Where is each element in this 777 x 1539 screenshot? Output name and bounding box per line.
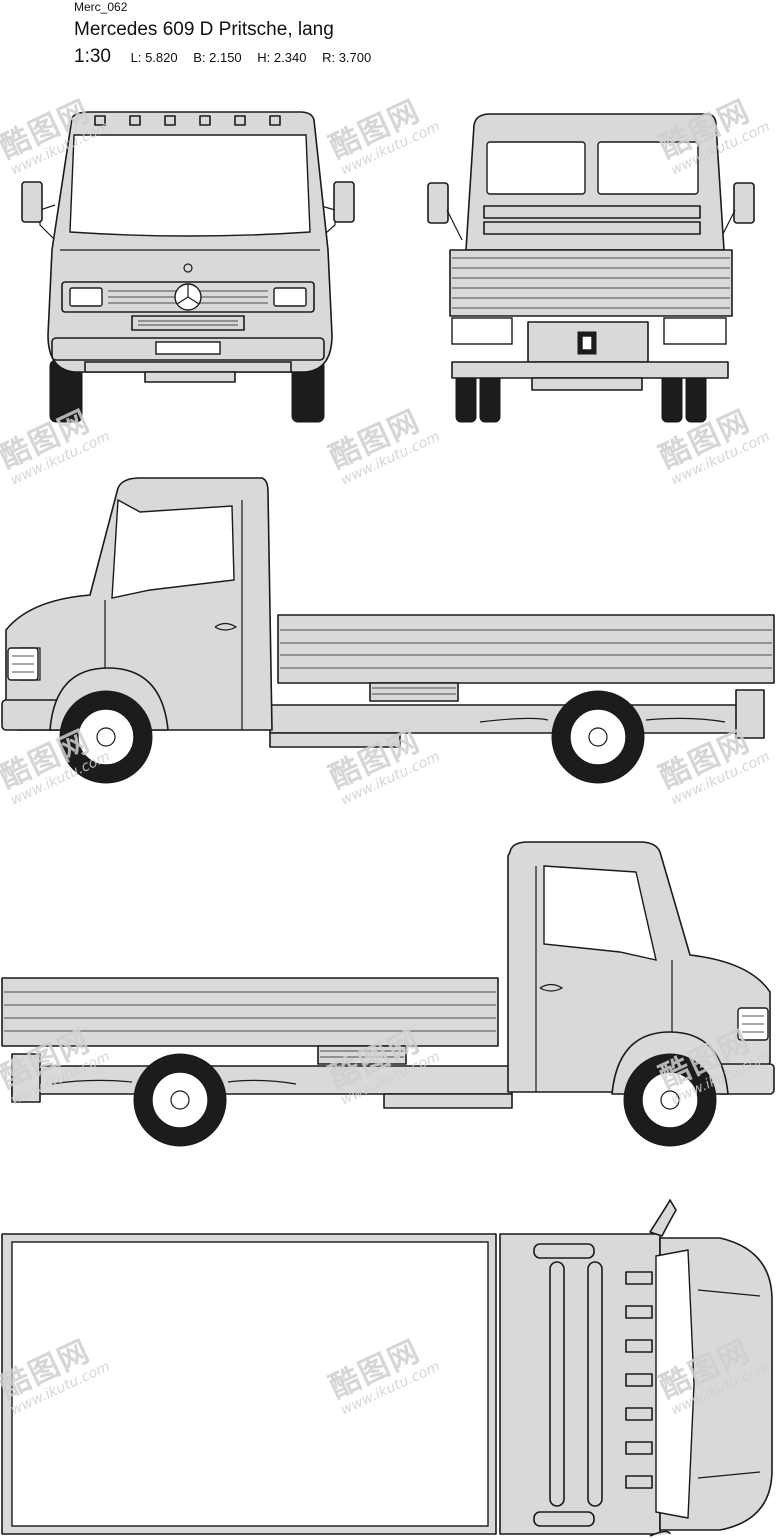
scale-label: 1:30 <box>74 46 111 67</box>
spec-row: 1:30 L: 5.820 B: 2.150 H: 2.340 R: 3.700 <box>74 46 383 68</box>
top-view <box>1 1199 773 1537</box>
side-view-right <box>1 841 775 1147</box>
front-view <box>21 111 355 423</box>
side-view-left <box>1 477 775 784</box>
length-dim: L: 5.820 <box>130 50 178 65</box>
drawing-code: Merc_062 <box>74 0 128 14</box>
width-dim: B: 2.150 <box>193 50 242 65</box>
drawing-title: Mercedes 609 D Pritsche, lang <box>74 19 334 40</box>
height-dim: H: 2.340 <box>257 50 307 65</box>
wheelbase-dim: R: 3.700 <box>322 50 372 65</box>
rear-view <box>427 113 755 423</box>
